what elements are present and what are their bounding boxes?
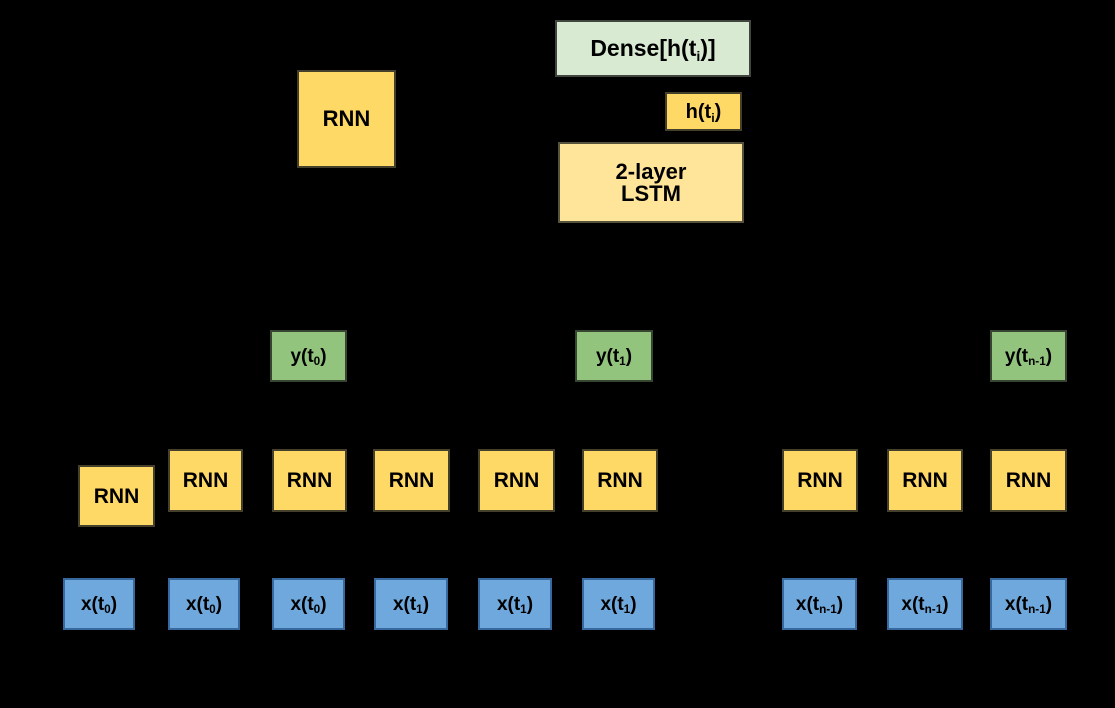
rnn-cell-label: RNN [1005, 469, 1052, 492]
input-block-x-tn1: x(tn-1) [782, 578, 857, 630]
label-suffix: ) [526, 593, 534, 615]
label-suffix: ) [942, 593, 949, 615]
output-label: y(t0) [290, 345, 327, 369]
input-block-x-t1: x(t1) [374, 578, 448, 630]
label-subscript: 0 [313, 603, 321, 617]
input-label: x(t1) [392, 593, 430, 617]
output-label: y(tn-1) [1004, 345, 1053, 369]
label-prefix: x(t [80, 593, 105, 615]
rnn-cell-label: RNN [902, 469, 948, 492]
hidden-state-label: h(ti) [685, 100, 722, 125]
output-block-y-tn1: y(tn-1) [990, 330, 1067, 382]
input-label: x(t1) [496, 593, 534, 617]
label-suffix: ) [625, 345, 633, 367]
label-subscript: 1 [520, 603, 527, 617]
rnn-cell-label: RNN [493, 469, 540, 492]
rnn-cell-label: RNN [597, 469, 643, 492]
dense-block: Dense[h(ti)] [555, 20, 751, 77]
label-subscript: 1 [619, 355, 626, 369]
label-suffix: ) [215, 593, 223, 615]
lstm-block-label: 2-layer LSTM [615, 158, 687, 206]
input-block-x-t0: x(t0) [272, 578, 345, 630]
rnn-cell: RNN [887, 449, 963, 512]
input-label: x(tn-1) [901, 593, 949, 617]
rnn-cell: RNN [582, 449, 658, 512]
label-subscript: 1 [623, 603, 631, 617]
label-subscript: n-1 [1028, 355, 1046, 369]
label-prefix: h(t [685, 100, 712, 123]
label-subscript: i [696, 48, 701, 65]
rnn-cell: RNN [478, 449, 555, 512]
label-suffix: ) [320, 593, 327, 615]
dense-block-label: Dense[h(ti)] [590, 35, 716, 64]
input-block-x-t1: x(t1) [478, 578, 552, 630]
label-prefix: y(t [1004, 345, 1029, 367]
label-prefix: x(t [1004, 593, 1029, 615]
input-label: x(t0) [80, 593, 118, 617]
label-prefix: x(t [496, 593, 521, 615]
lstm-label-line1: 2-layer [615, 158, 687, 184]
label-prefix: x(t [392, 593, 417, 615]
rnn-block-large: RNN [297, 70, 396, 168]
lstm-label-line2: LSTM [621, 180, 681, 206]
hidden-state-block: h(ti) [665, 92, 742, 131]
output-block-y-t0: y(t0) [270, 330, 347, 382]
rnn-cell: RNN [990, 449, 1067, 512]
label-prefix: x(t [795, 593, 820, 615]
rnn-cell: RNN [168, 449, 243, 512]
lstm-block: 2-layer LSTM [558, 142, 744, 223]
label-suffix: ) [422, 593, 430, 615]
label-suffix: ) [836, 593, 844, 615]
rnn-cell-label: RNN [286, 469, 333, 492]
input-block-x-tn1: x(tn-1) [887, 578, 963, 630]
input-block-x-t1: x(t1) [582, 578, 655, 630]
input-label: x(t0) [185, 593, 223, 617]
input-label: x(t1) [600, 593, 637, 617]
label-suffix: ) [1045, 345, 1053, 367]
rnn-cell: RNN [782, 449, 858, 512]
rnn-cell-label: RNN [93, 484, 140, 508]
input-label: x(tn-1) [795, 593, 844, 617]
rnn-cell: RNN [78, 465, 155, 527]
rnn-cell-label: RNN [797, 469, 843, 492]
label-suffix: ) [1045, 593, 1053, 615]
input-block-x-tn1: x(tn-1) [990, 578, 1067, 630]
label-subscript: 0 [209, 603, 216, 617]
label-subscript: n-1 [924, 603, 943, 617]
label-suffix: ) [714, 100, 722, 123]
rnn-cell-label: RNN [388, 469, 435, 492]
output-block-y-t1: y(t1) [575, 330, 653, 382]
label-subscript: i [711, 110, 715, 125]
input-block-x-t0: x(t0) [63, 578, 135, 630]
label-prefix: x(t [600, 593, 624, 615]
label-prefix: y(t [290, 345, 314, 367]
rnn-cell-label: RNN [182, 469, 229, 492]
input-label: x(tn-1) [1004, 593, 1053, 617]
rnn-block-large-label: RNN [322, 106, 371, 131]
label-suffix: ) [630, 593, 637, 615]
label-subscript: n-1 [819, 603, 837, 617]
label-subscript: n-1 [1028, 603, 1046, 617]
rnn-cell: RNN [272, 449, 347, 512]
label-suffix: ) [320, 345, 327, 367]
label-subscript: 1 [416, 603, 423, 617]
label-subscript: 0 [313, 355, 321, 369]
label-suffix: )] [700, 35, 716, 61]
input-label: x(t0) [290, 593, 327, 617]
input-block-x-t0: x(t0) [168, 578, 240, 630]
label-prefix: Dense[h(t [590, 35, 697, 61]
label-prefix: y(t [595, 345, 620, 367]
label-prefix: x(t [185, 593, 210, 615]
label-prefix: x(t [290, 593, 314, 615]
label-prefix: x(t [901, 593, 925, 615]
label-suffix: ) [110, 593, 118, 615]
output-label: y(t1) [595, 345, 633, 369]
rnn-cell: RNN [373, 449, 450, 512]
label-subscript: 0 [104, 603, 111, 617]
